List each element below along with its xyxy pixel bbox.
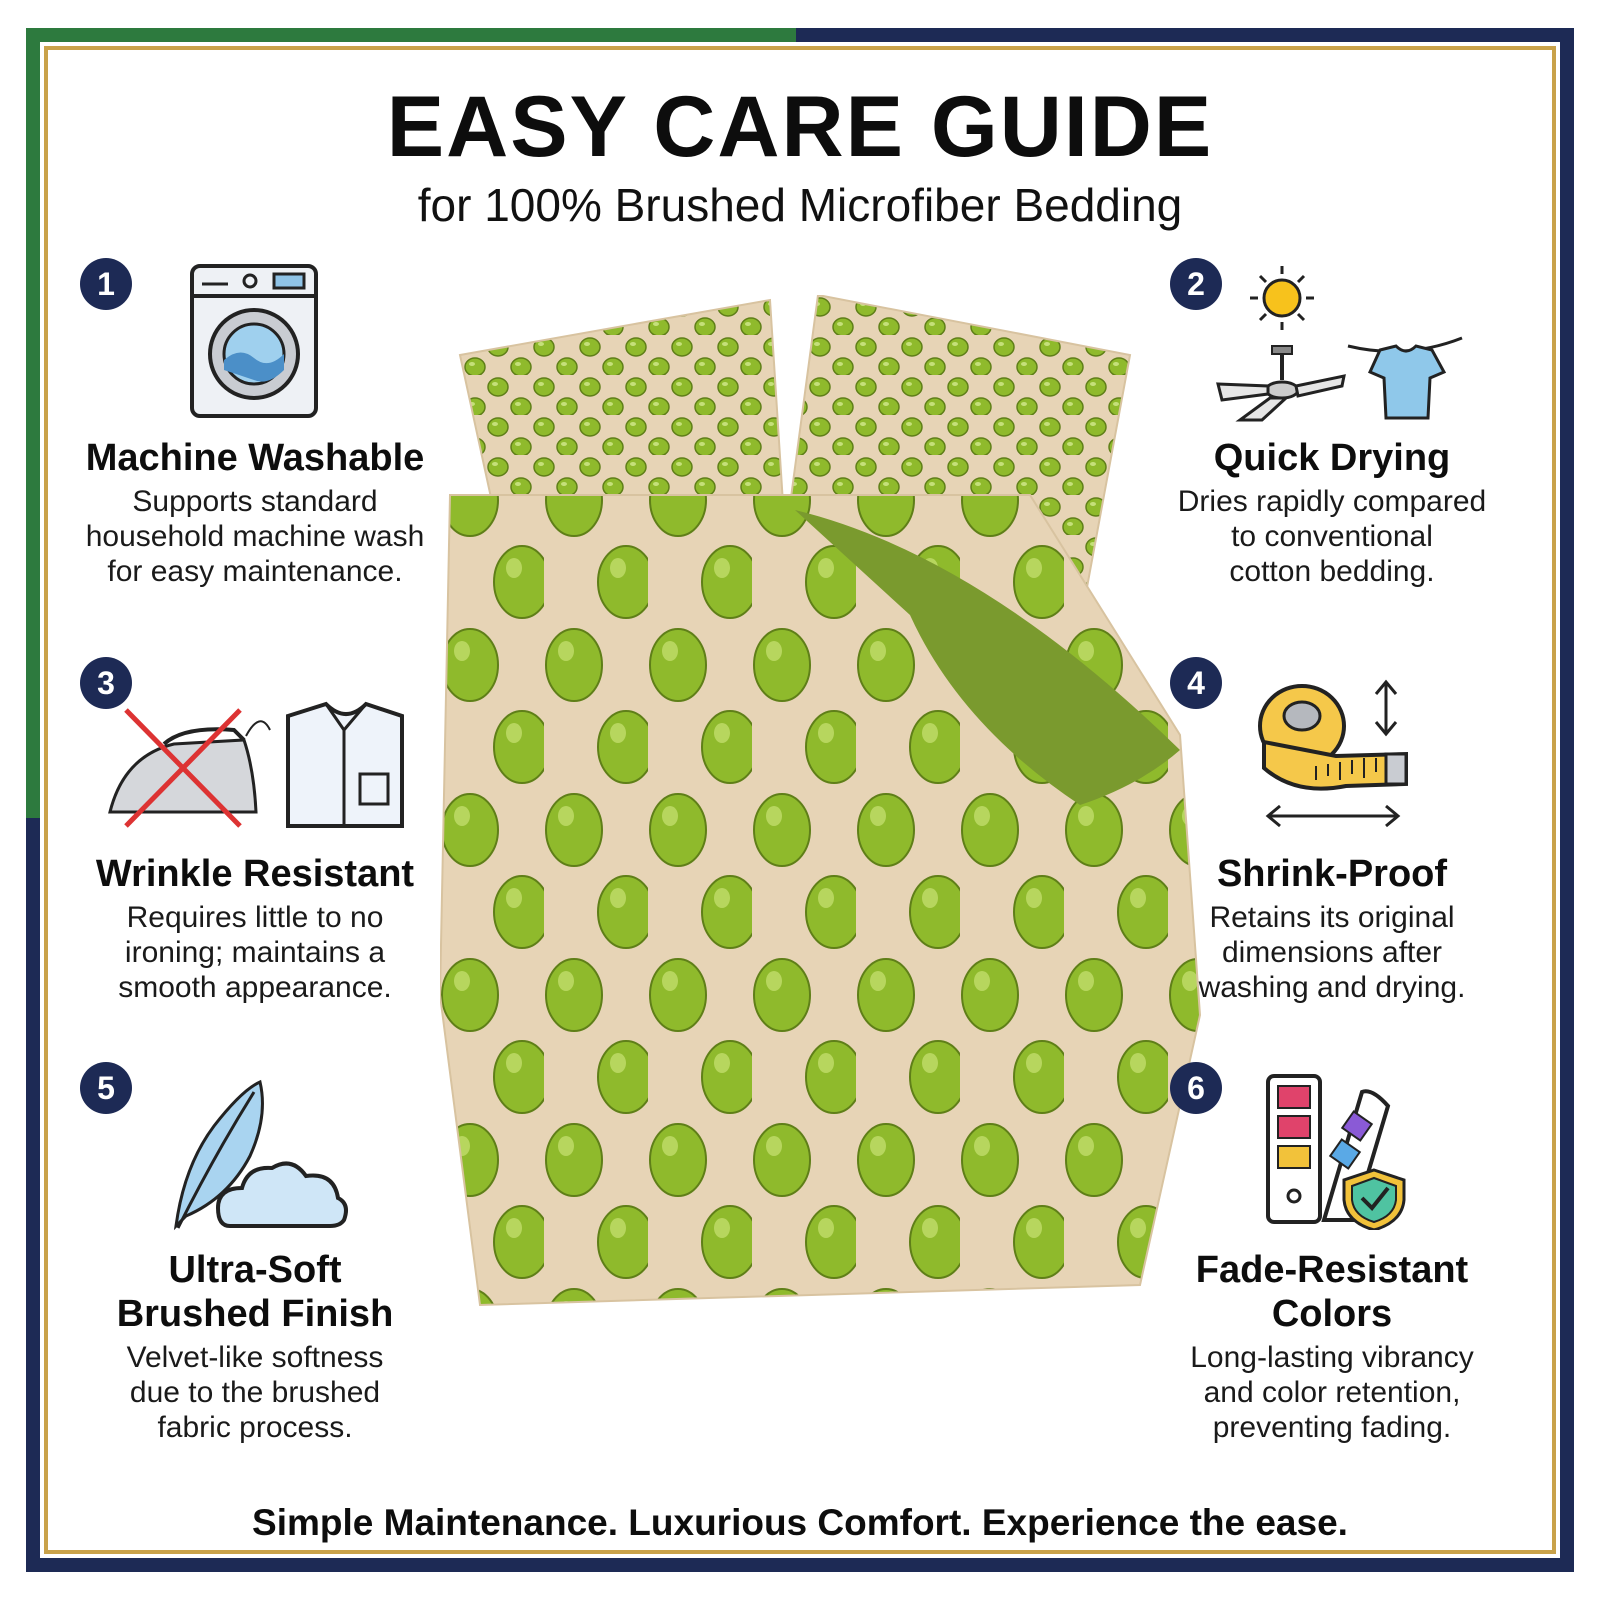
feature-title: Machine Washable	[85, 437, 425, 479]
desc-line: preventing fading.	[1212, 1411, 1452, 1444]
washing-machine-icon	[190, 264, 318, 418]
desc-line: and color retention,	[1203, 1376, 1461, 1409]
feature-description: Velvet-like softness due to the brushed …	[55, 1340, 455, 1445]
green-border-accent	[26, 28, 40, 818]
measuring-tape-icon	[1258, 679, 1408, 828]
title-line: Brushed Finish	[116, 1293, 394, 1335]
feature-2-number-badge: 2	[1170, 258, 1222, 310]
feature-4-number-badge: 4	[1170, 657, 1222, 709]
feature-6-number-badge: 6	[1170, 1062, 1222, 1114]
no-iron-shirt-icon	[108, 701, 404, 828]
page-title: EASY CARE GUIDE	[386, 79, 1214, 175]
desc-line: Requires little to no	[126, 901, 384, 934]
desc-line: cotton bedding.	[1229, 555, 1435, 588]
page-subtitle: for 100% Brushed Microfiber Bedding	[417, 179, 1183, 231]
feather-cloud-icon	[173, 1079, 348, 1231]
feature-wrinkle-resistant: Wrinkle Resistant Requires little to no …	[55, 852, 455, 1005]
desc-line: to conventional	[1231, 520, 1433, 553]
feature-description: Supports standard household machine wash…	[55, 484, 455, 589]
title-line: Colors	[1271, 1293, 1393, 1335]
feature-3-number-badge: 3	[80, 657, 132, 709]
feature-title: Wrinkle Resistant	[95, 853, 415, 895]
sun-fan-shirt-icon	[1216, 266, 1463, 422]
feature-shrink-proof: Shrink-Proof Retains its original dimens…	[1132, 852, 1532, 1005]
bedding-product-image	[440, 295, 1202, 1307]
desc-line: household machine wash	[85, 520, 425, 553]
feature-title: Quick Drying	[1213, 437, 1451, 479]
desc-line: ironing; maintains a	[124, 936, 386, 969]
feature-1-number-badge: 1	[80, 258, 132, 310]
feature-machine-washable: Machine Washable Supports standard house…	[55, 436, 455, 589]
desc-line: dimensions after	[1221, 936, 1443, 969]
desc-line: Velvet-like softness	[126, 1341, 384, 1374]
feature-ultra-soft: Ultra-Soft Brushed Finish Velvet-like so…	[55, 1248, 455, 1445]
duvet-cover	[440, 494, 1202, 1307]
feature-title: Shrink-Proof	[1216, 853, 1448, 895]
desc-line: for easy maintenance.	[107, 555, 403, 588]
green-border-accent-top	[26, 28, 796, 42]
desc-line: washing and drying.	[1198, 971, 1466, 1004]
feature-title: Ultra-Soft Brushed Finish	[55, 1248, 455, 1336]
feature-description: Long-lasting vibrancy and color retentio…	[1132, 1340, 1532, 1445]
desc-line: Long-lasting vibrancy	[1190, 1341, 1474, 1374]
footer-tagline: Simple Maintenance. Luxurious Comfort. E…	[252, 1502, 1348, 1543]
feature-title: Fade-Resistant Colors	[1132, 1248, 1532, 1336]
feature-5-number-badge: 5	[80, 1062, 132, 1114]
color-swatch-shield-icon	[1266, 1074, 1406, 1230]
feature-quick-drying: Quick Drying Dries rapidly compared to c…	[1132, 436, 1532, 589]
gold-inner-border	[44, 46, 1556, 1554]
desc-line: fabric process.	[157, 1411, 353, 1444]
feature-description: Retains its original dimensions after wa…	[1132, 900, 1532, 1005]
feature-description: Dries rapidly compared to conventional c…	[1132, 484, 1532, 589]
feature-fade-resistant: Fade-Resistant Colors Long-lasting vibra…	[1132, 1248, 1532, 1445]
desc-line: smooth appearance.	[118, 971, 392, 1004]
title-line: Fade-Resistant	[1195, 1249, 1469, 1291]
desc-line: Dries rapidly compared	[1177, 485, 1487, 518]
title-line: Ultra-Soft	[168, 1249, 342, 1291]
desc-line: due to the brushed	[129, 1376, 381, 1409]
duvet-reverse-fold	[795, 510, 1180, 805]
feature-description: Requires little to no ironing; maintains…	[55, 900, 455, 1005]
desc-line: Supports standard	[132, 485, 378, 518]
desc-line: Retains its original	[1209, 901, 1455, 934]
